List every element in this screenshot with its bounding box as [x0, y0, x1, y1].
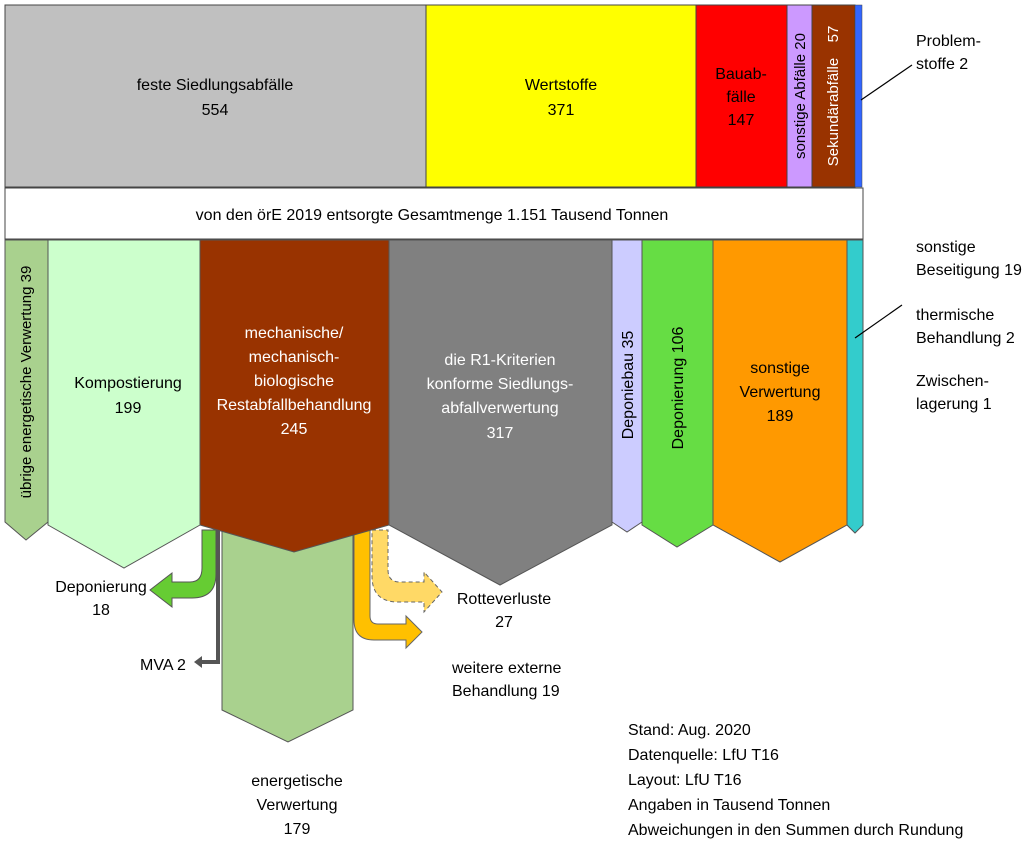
label-problemstoffe: Problem- stoffe 2: [916, 33, 981, 73]
input-wertstoffe-value: 371: [548, 102, 575, 119]
output-r1-value: 317: [487, 425, 514, 442]
mba-output-rotteverluste-arrow: [371, 529, 443, 614]
label-sonstige-beseitigung: sonstige Beseitigung 19: [916, 239, 1022, 279]
output-sonstige-verwertung-value: 189: [767, 408, 794, 425]
output-sonstige-beseitigung-block: [846, 239, 864, 534]
label-rotteverluste: Rotteverluste 27: [456, 591, 552, 631]
output-kompostierung-name: Kompostierung: [74, 375, 182, 392]
output-sonstige-verwertung-line2: Verwertung: [740, 384, 821, 401]
input-feste-siedlungsabfaelle-block: [4, 4, 427, 188]
output-mba-line2: mechanisch-: [249, 349, 340, 366]
input-wertstoffe-name: Wertstoffe: [525, 77, 597, 94]
mba-output-deponierung-arrow: [149, 529, 217, 609]
label-mba-deponierung: Deponierung 18: [55, 579, 147, 619]
footer-layout: Layout: LfU T16: [628, 772, 742, 789]
input-bauabfaelle-name-line2: fälle: [726, 89, 755, 106]
input-feste-name: feste Siedlungsabfälle: [137, 77, 294, 94]
output-deponierung-block: [641, 239, 714, 548]
label-mva: MVA 2: [140, 657, 186, 674]
mba-output-energetische-verwertung: [221, 529, 354, 743]
footer-angaben: Angaben in Tausend Tonnen: [628, 797, 831, 814]
mva-arrowhead: [194, 656, 202, 668]
output-r1-verwertung-block: [388, 239, 613, 586]
thermische-leader-line: [854, 304, 903, 339]
output-mba-block: [199, 239, 390, 553]
footer-abweichungen: Abweichungen in den Summen durch Rundung: [628, 822, 964, 839]
output-r1-line3: abfallverwertung: [441, 400, 558, 417]
input-feste-value: 554: [202, 102, 229, 119]
total-bar-text: von den örE 2019 entsorgte Gesamtmenge 1…: [196, 207, 669, 224]
energetische-verwertung-line2: Verwertung: [257, 797, 338, 814]
label-weitere-behandlung: weitere externe Behandlung 19: [452, 660, 562, 700]
output-mba-line4: Restabfallbehandlung: [217, 397, 372, 414]
total-bar: [4, 187, 864, 240]
footer-stand: Stand: Aug. 2020: [628, 722, 751, 739]
input-sekundaerabfaelle-block: [811, 4, 856, 188]
output-kompostierung-block: [47, 239, 201, 569]
problemstoffe-leader-line: [860, 64, 913, 101]
output-deponiebau-label: Deponiebau 35: [620, 331, 637, 440]
label-zwischenlagerung: Zwischen- lagerung 1: [916, 373, 992, 413]
input-bauabfaelle-value: 147: [728, 112, 755, 129]
energetische-verwertung-line1: energetische: [251, 773, 343, 790]
output-mba-line1: mechanische/: [245, 325, 344, 342]
input-sekundaer-value: 57: [825, 26, 842, 43]
footer-notes: Stand: Aug. 2020 Datenquelle: LfU T16 La…: [628, 718, 963, 843]
input-problemstoffe-block: [854, 4, 863, 188]
input-sekundaer-name: Sekundärabfälle: [825, 58, 842, 166]
output-r1-line1: die R1-Kriterien: [444, 352, 555, 369]
input-bauabfaelle-block: [695, 4, 788, 188]
output-sonstige-verwertung-block: [712, 239, 848, 563]
input-bauabfaelle-name-line1: Bauab-: [715, 66, 767, 83]
output-mba-value: 245: [281, 421, 308, 438]
footer-datenquelle: Datenquelle: LfU T16: [628, 747, 779, 764]
output-kompostierung-value: 199: [115, 400, 142, 417]
input-sonstige-abfaelle-block: [786, 4, 813, 188]
label-thermische-behandlung: thermische Behandlung 2: [916, 307, 1015, 347]
output-deponiebau-block: [611, 239, 643, 533]
mba-output-weitere-behandlung-arrow: [353, 529, 423, 650]
output-deponierung-label: Deponierung 106: [670, 327, 687, 450]
mba-output-mva-arrow: [202, 530, 220, 664]
output-sonstige-verwertung-line1: sonstige: [750, 360, 810, 377]
output-uebrige-energetische-verwertung-block: [4, 239, 49, 541]
energetische-verwertung-value: 179: [284, 821, 311, 838]
output-mba-line3: biologische: [254, 373, 334, 390]
output-uebrige-label: übrige energetische Verwertung 39: [18, 266, 35, 499]
input-wertstoffe-block: [425, 4, 697, 188]
input-sonstige-abfaelle-label: sonstige Abfälle 20: [792, 33, 809, 159]
output-r1-line2: konforme Siedlungs-: [427, 376, 574, 393]
